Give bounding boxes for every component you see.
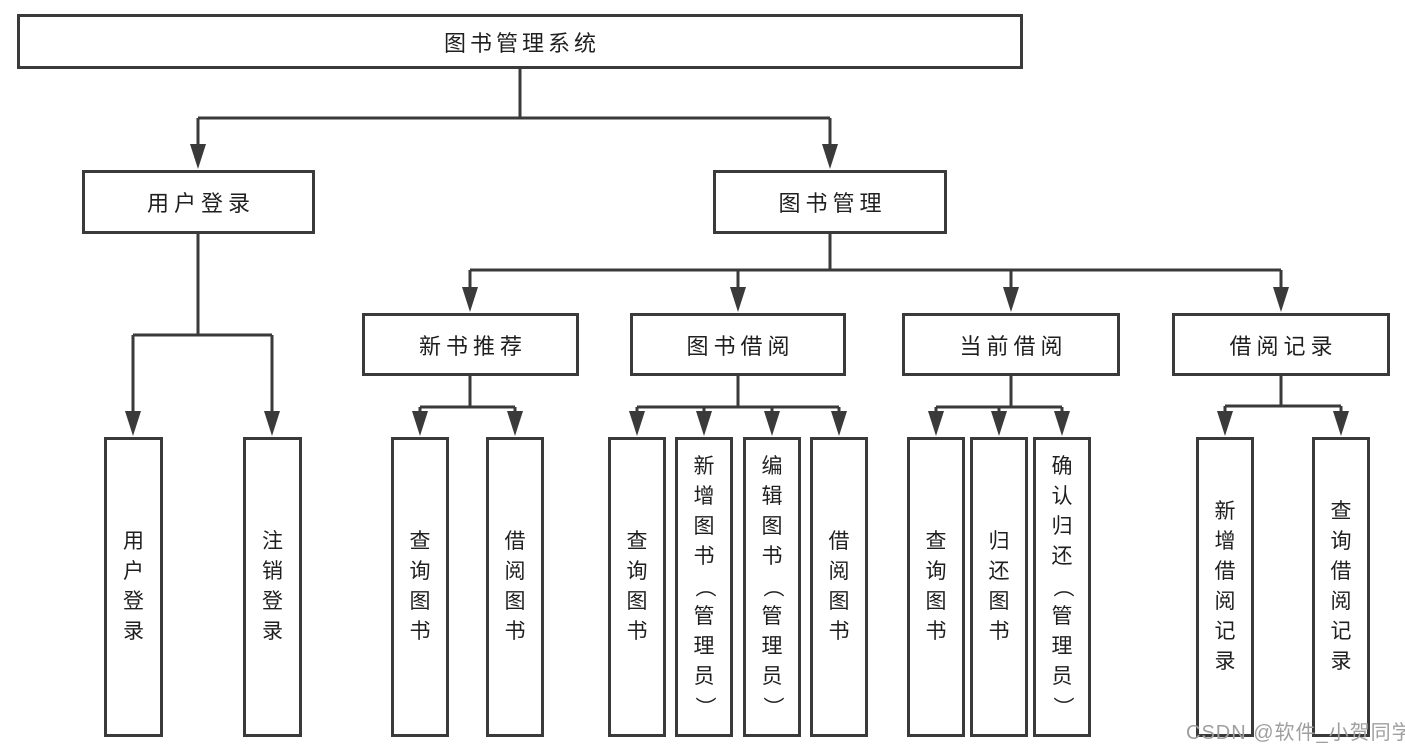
leaf-edit-book-admin-label: 编辑图书（管理员） bbox=[761, 455, 784, 718]
leaf-borrow-book-recommend: 借阅图书 bbox=[486, 437, 544, 737]
node-book-borrowing: 图书借阅 bbox=[630, 313, 846, 376]
leaf-query-book-borrowing-label: 查询图书 bbox=[626, 530, 648, 643]
node-borrowing-records-label: 借阅记录 bbox=[1229, 333, 1338, 359]
leaf-add-borrow-record-label: 新增借阅记录 bbox=[1214, 500, 1236, 673]
leaf-user-login-label: 用户登录 bbox=[123, 530, 144, 643]
leaf-borrow-book-recommend-label: 借阅图书 bbox=[504, 530, 526, 643]
node-new-book-recommend: 新书推荐 bbox=[362, 313, 579, 376]
node-book-management-label: 图书管理 bbox=[778, 191, 887, 216]
leaf-query-book-current-label: 查询图书 bbox=[925, 530, 947, 643]
leaf-user-login: 用户登录 bbox=[104, 437, 163, 737]
leaf-add-book-admin-label: 新增图书（管理员） bbox=[693, 455, 716, 718]
leaf-query-book-borrowing: 查询图书 bbox=[608, 437, 666, 737]
csdn-watermark: CSDN @软件_小贺同学 bbox=[1186, 722, 1405, 744]
node-current-borrowing: 当前借阅 bbox=[902, 313, 1120, 376]
leaf-borrow-book-borrowing-label: 借阅图书 bbox=[828, 530, 850, 643]
leaf-query-book-recommend: 查询图书 bbox=[391, 437, 449, 737]
leaf-logout: 注销登录 bbox=[243, 437, 302, 737]
node-root: 图书管理系统 bbox=[17, 14, 1023, 69]
leaf-query-borrow-record: 查询借阅记录 bbox=[1312, 437, 1370, 737]
leaf-query-book-current: 查询图书 bbox=[907, 437, 965, 737]
node-current-borrowing-label: 当前借阅 bbox=[959, 333, 1068, 359]
node-user-login-label: 用户登录 bbox=[146, 191, 255, 216]
leaf-confirm-return-admin: 确认归还（管理员） bbox=[1033, 437, 1091, 737]
leaf-logout-label: 注销登录 bbox=[262, 530, 283, 643]
leaf-query-borrow-record-label: 查询借阅记录 bbox=[1330, 500, 1352, 673]
node-borrowing-records: 借阅记录 bbox=[1172, 313, 1390, 376]
node-new-book-recommend-label: 新书推荐 bbox=[418, 333, 527, 359]
leaf-edit-book-admin: 编辑图书（管理员） bbox=[743, 437, 801, 737]
leaf-borrow-book-borrowing: 借阅图书 bbox=[810, 437, 868, 737]
leaf-return-book-label: 归还图书 bbox=[988, 530, 1010, 643]
node-book-management: 图书管理 bbox=[713, 170, 947, 234]
leaf-return-book: 归还图书 bbox=[970, 437, 1028, 737]
leaf-add-borrow-record: 新增借阅记录 bbox=[1196, 437, 1254, 737]
arrowheads bbox=[125, 144, 1349, 436]
leaf-confirm-return-admin-label: 确认归还（管理员） bbox=[1051, 455, 1074, 718]
leaf-query-book-recommend-label: 查询图书 bbox=[409, 530, 431, 643]
node-book-borrowing-label: 图书借阅 bbox=[686, 333, 795, 359]
node-root-label: 图书管理系统 bbox=[443, 30, 600, 56]
leaf-add-book-admin: 新增图书（管理员） bbox=[675, 437, 733, 737]
node-user-login: 用户登录 bbox=[82, 170, 315, 234]
